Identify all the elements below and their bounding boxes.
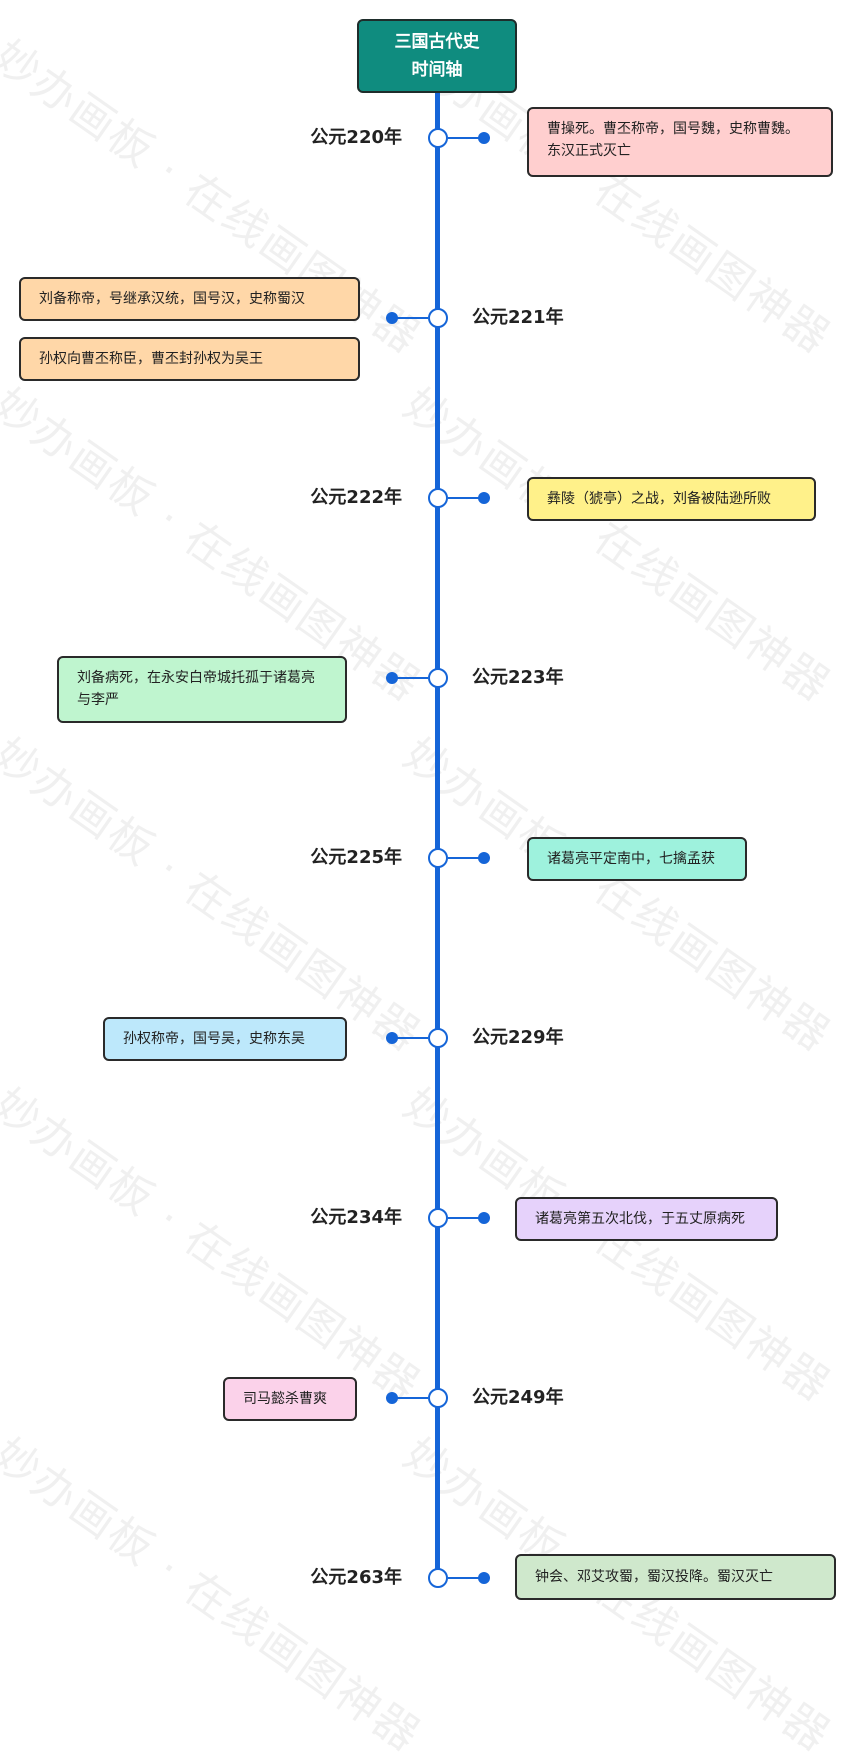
event-text-line: 刘备病死，在永安白帝城托孤于诸葛亮 [77, 670, 315, 686]
timeline-dot [478, 1572, 490, 1584]
watermark-text: 妙办画板 · 在线画图神器 [394, 1079, 840, 1413]
year-label: 公元263年 [310, 1567, 402, 1588]
timeline-node [428, 1568, 448, 1588]
watermark-text: 妙办画板 · 在线画图神器 [394, 379, 840, 713]
event-box: 司马懿杀曹爽 [223, 1377, 357, 1421]
year-label: 公元249年 [472, 1387, 564, 1408]
event-box: 诸葛亮平定南中，七擒孟获 [527, 837, 747, 881]
year-label: 公元221年 [472, 307, 564, 328]
event-box: 刘备称帝，号继承汉统，国号汉，史称蜀汉 [19, 277, 360, 321]
timeline-connector [392, 317, 428, 319]
year-label: 公元229年 [472, 1027, 564, 1048]
event-text-line: 司马懿杀曹爽 [243, 1391, 327, 1407]
event-box: 诸葛亮第五次北伐，于五丈原病死 [515, 1197, 778, 1241]
timeline-dot [478, 492, 490, 504]
watermark-text: 妙办画板 · 在线画图神器 [0, 729, 430, 1063]
timeline-connector [392, 1397, 428, 1399]
diagram-title-line-2: 时间轴 [411, 60, 463, 80]
event-text-line: 诸葛亮平定南中，七擒孟获 [547, 851, 715, 867]
timeline-node [428, 308, 448, 328]
event-box: 曹操死。曹丕称帝，国号魏，史称曹魏。东汉正式灭亡 [527, 107, 833, 177]
watermark-text: 妙办画板 · 在线画图神器 [0, 1079, 430, 1413]
timeline-dot [478, 1212, 490, 1224]
diagram-title-line-1: 三国古代史 [394, 32, 480, 52]
timeline-node [428, 128, 448, 148]
event-text-line: 彝陵（猇亭）之战，刘备被陆逊所败 [547, 491, 771, 507]
year-label: 公元225年 [310, 847, 402, 868]
diagram-title: 三国古代史 时间轴 [357, 19, 517, 93]
event-text-line: 诸葛亮第五次北伐，于五丈原病死 [535, 1211, 745, 1227]
timeline-connector [448, 857, 484, 859]
year-label: 公元222年 [310, 487, 402, 508]
event-box: 孙权向曹丕称臣，曹丕封孙权为吴王 [19, 337, 360, 381]
timeline-node [428, 668, 448, 688]
timeline-connector [392, 1037, 428, 1039]
event-box: 刘备病死，在永安白帝城托孤于诸葛亮与李严 [57, 656, 347, 723]
event-box: 彝陵（猇亭）之战，刘备被陆逊所败 [527, 477, 816, 521]
timeline-connector [448, 1217, 484, 1219]
year-label: 公元223年 [472, 667, 564, 688]
timeline-connector [392, 677, 428, 679]
timeline-dot [478, 852, 490, 864]
timeline-node [428, 848, 448, 868]
timeline-node [428, 1388, 448, 1408]
event-box: 孙权称帝，国号吴，史称东吴 [103, 1017, 347, 1061]
year-label: 公元220年 [310, 127, 402, 148]
timeline-diagram: 妙办画板 · 在线画图神器妙办画板 · 在线画图神器妙办画板 · 在线画图神器妙… [0, 19, 840, 1762]
event-text-line: 刘备称帝，号继承汉统，国号汉，史称蜀汉 [39, 291, 305, 307]
watermark-text: 妙办画板 · 在线画图神器 [0, 1429, 430, 1763]
timeline-axis [435, 76, 440, 1586]
diagram-title-text: 三国古代史 时间轴 [395, 28, 480, 84]
event-text-line: 东汉正式灭亡 [547, 143, 631, 159]
timeline-connector [448, 137, 484, 139]
event-text-line: 曹操死。曹丕称帝，国号魏，史称曹魏。 [547, 121, 799, 137]
watermark-text: 妙办画板 · 在线画图神器 [394, 729, 840, 1063]
event-text-line: 与李严 [77, 692, 119, 708]
timeline-connector [448, 497, 484, 499]
timeline-connector [448, 1577, 484, 1579]
event-text-line: 孙权称帝，国号吴，史称东吴 [123, 1031, 305, 1047]
timeline-dot [478, 132, 490, 144]
timeline-node [428, 1208, 448, 1228]
timeline-dot [386, 672, 398, 684]
watermark-layer: 妙办画板 · 在线画图神器妙办画板 · 在线画图神器妙办画板 · 在线画图神器妙… [0, 31, 840, 1762]
timeline-node [428, 1028, 448, 1048]
event-box: 钟会、邓艾攻蜀，蜀汉投降。蜀汉灭亡 [515, 1554, 836, 1600]
event-text-line: 孙权向曹丕称臣，曹丕封孙权为吴王 [39, 351, 263, 367]
year-label: 公元234年 [310, 1207, 402, 1228]
event-text-line: 钟会、邓艾攻蜀，蜀汉投降。蜀汉灭亡 [535, 1569, 773, 1585]
timeline-dot [386, 312, 398, 324]
timeline-dot [386, 1392, 398, 1404]
timeline-node [428, 488, 448, 508]
timeline-dot [386, 1032, 398, 1044]
